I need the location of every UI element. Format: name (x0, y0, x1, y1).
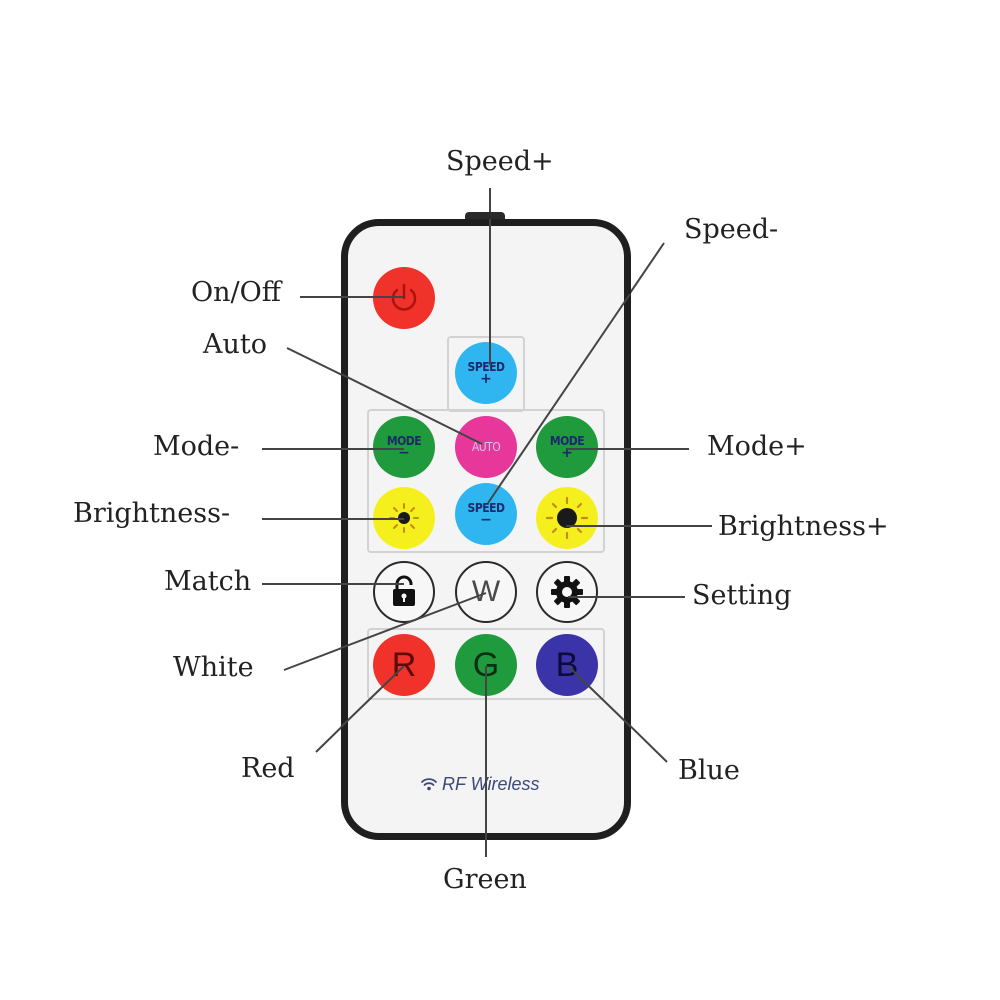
blue-letter: B (555, 646, 579, 684)
gear-icon (551, 576, 583, 608)
mode-minus-sign: − (398, 445, 410, 461)
speed-plus-sign: + (480, 371, 492, 387)
auto-text: AUTO (471, 440, 501, 454)
power-button[interactable] (373, 267, 435, 329)
label-mode-plus: Mode+ (707, 431, 807, 462)
brightness-plus-button[interactable] (536, 487, 598, 549)
sun-large-icon (545, 496, 589, 540)
match-button[interactable] (373, 561, 435, 623)
green-letter: G (472, 646, 500, 684)
label-mode-minus: Mode- (153, 431, 240, 462)
wireless-icon (421, 778, 437, 791)
red-letter: R (391, 646, 417, 684)
brand-label: RF Wireless (420, 774, 540, 795)
label-on-off: On/Off (191, 277, 281, 308)
label-blue: Blue (678, 755, 740, 786)
setting-button[interactable] (536, 561, 598, 623)
label-white: White (173, 652, 254, 683)
speed-minus-button[interactable]: SPEED − (455, 483, 517, 545)
white-button[interactable]: W (455, 561, 517, 623)
blue-button[interactable]: B (536, 634, 598, 696)
mode-plus-sign: + (561, 445, 573, 461)
label-green: Green (443, 864, 527, 895)
white-letter: W (471, 575, 501, 608)
power-icon (391, 283, 417, 311)
speed-minus-text: SPEED (467, 501, 505, 515)
label-red: Red (241, 753, 295, 784)
mode-minus-button[interactable]: MODE − (373, 416, 435, 478)
label-auto: Auto (203, 329, 267, 360)
brightness-minus-button[interactable] (373, 487, 435, 549)
unlock-icon (393, 575, 415, 606)
remote-top-nub (465, 212, 505, 220)
label-match: Match (164, 566, 252, 597)
label-brightness-plus: Brightness+ (718, 511, 889, 542)
label-speed-plus: Speed+ (446, 146, 554, 177)
sun-small-icon (389, 503, 419, 533)
auto-button[interactable]: AUTO (455, 416, 517, 478)
mode-plus-button[interactable]: MODE + (536, 416, 598, 478)
label-setting: Setting (692, 580, 792, 611)
red-button[interactable]: R (373, 634, 435, 696)
green-button[interactable]: G (455, 634, 517, 696)
speed-minus-sign: − (480, 512, 492, 528)
label-brightness-minus: Brightness- (73, 498, 231, 529)
label-speed-minus: Speed- (684, 214, 779, 245)
brand-text: RF Wireless (442, 774, 540, 794)
speed-plus-button[interactable]: SPEED + (455, 342, 517, 404)
